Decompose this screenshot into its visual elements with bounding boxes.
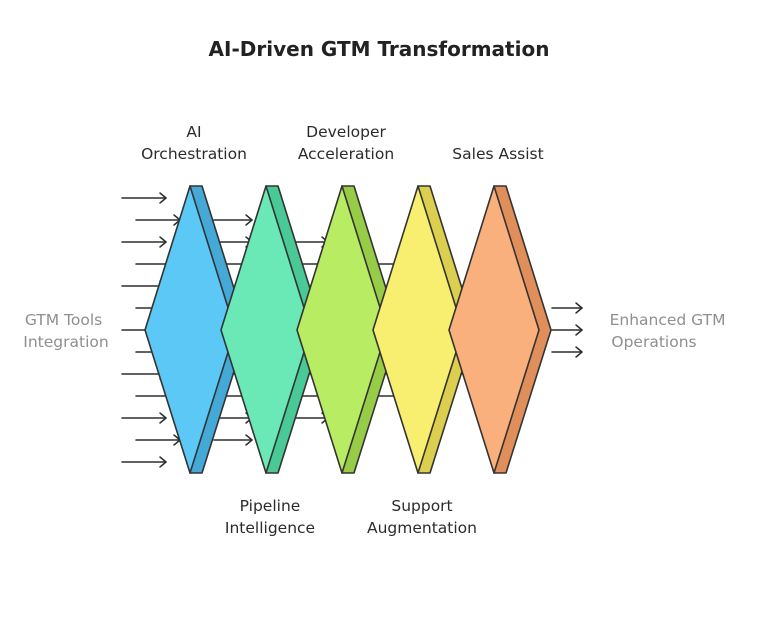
input-arrow bbox=[121, 412, 167, 424]
input-arrow bbox=[121, 192, 167, 204]
stage-label: Sales Assist bbox=[452, 145, 543, 163]
input-label: GTM Tools Integration bbox=[23, 311, 108, 351]
stage-chevron bbox=[372, 185, 476, 474]
output-arrow bbox=[551, 324, 583, 336]
stage-chevrons bbox=[144, 185, 552, 474]
stage-chevron bbox=[144, 185, 248, 474]
output-label: Enhanced GTM Operations bbox=[610, 311, 731, 351]
stage-arrow bbox=[213, 434, 253, 446]
diagram-title: AI-Driven GTM Transformation bbox=[209, 37, 550, 61]
stage-chevron bbox=[220, 185, 324, 474]
input-arrow bbox=[121, 236, 167, 248]
stage-chevron bbox=[296, 185, 400, 474]
output-arrow bbox=[551, 346, 583, 358]
input-arrow bbox=[135, 434, 181, 446]
output-arrow bbox=[551, 302, 583, 314]
stage-arrow bbox=[213, 214, 253, 226]
input-arrow bbox=[135, 214, 181, 226]
input-arrow bbox=[121, 456, 167, 468]
stage-chevron bbox=[448, 185, 552, 474]
